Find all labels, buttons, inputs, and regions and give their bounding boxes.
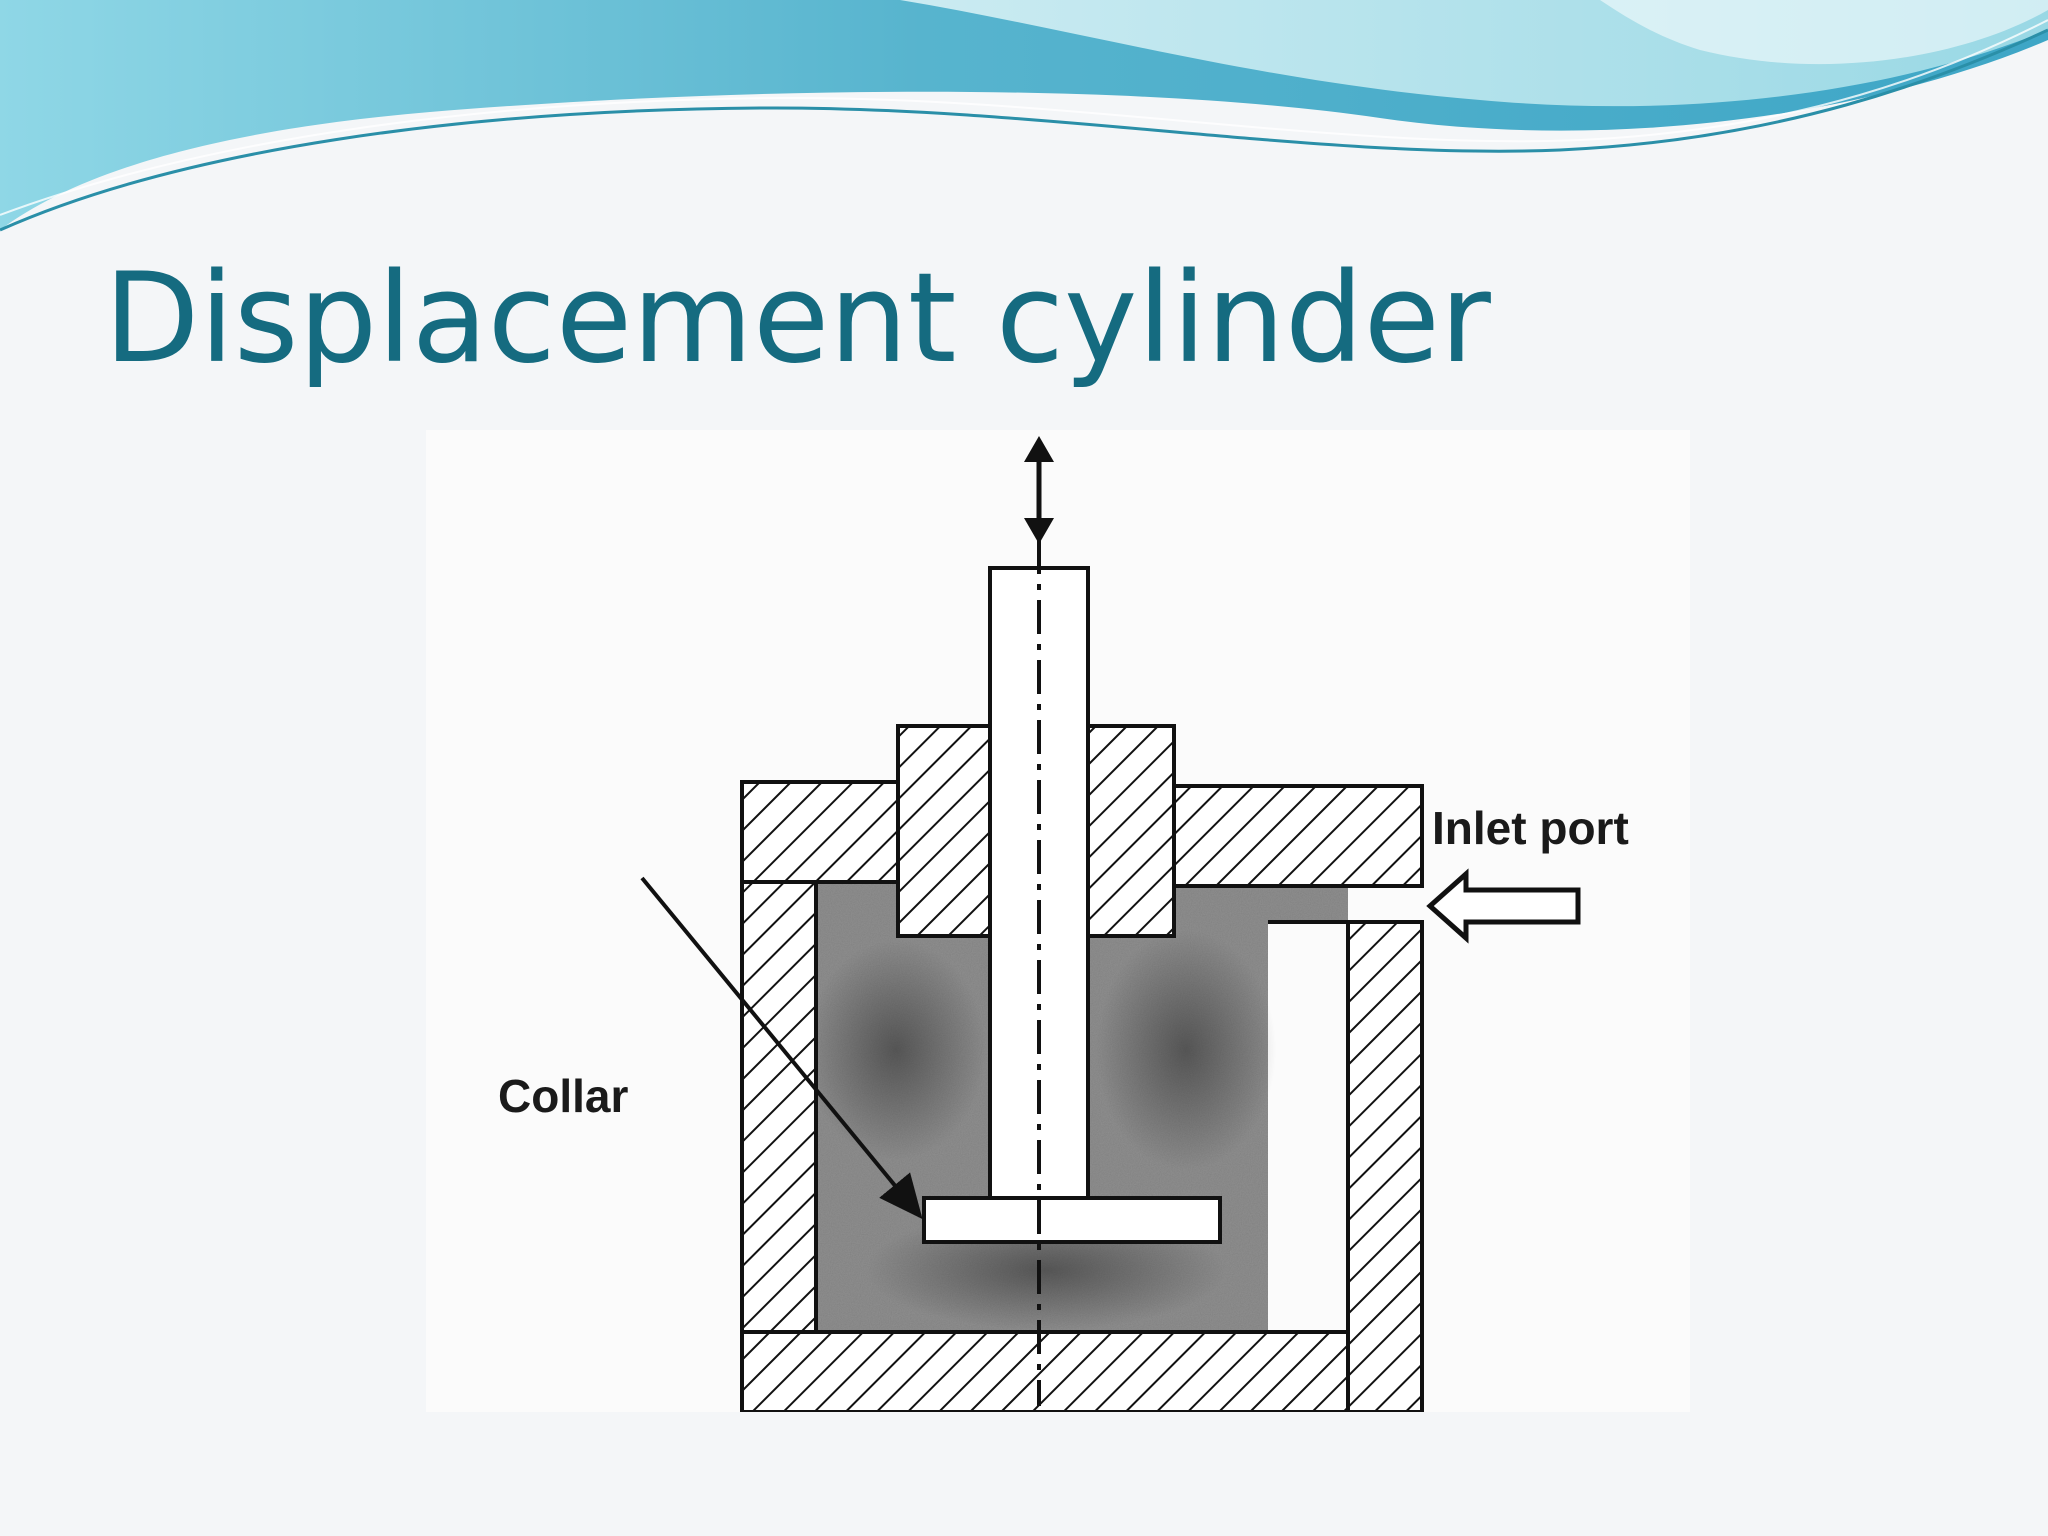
inlet-channel (1268, 884, 1422, 924)
inlet-port-label: Inlet port (1432, 802, 1629, 854)
collar (922, 1196, 1222, 1244)
collar-label: Collar (498, 1070, 628, 1122)
collar-leader-arrow (640, 876, 923, 1220)
slide-title: Displacement cylinder (104, 247, 1491, 391)
header-wave-decoration (0, 0, 2048, 232)
inlet-arrow-icon (1426, 868, 1581, 944)
piston-bushing (896, 724, 1176, 938)
cylinder-body (740, 780, 1424, 1412)
displacement-cylinder-diagram: Inlet port Collar (498, 436, 1629, 1412)
diagram-frame: Inlet port Collar (426, 430, 1690, 1412)
motion-arrow-icon (1024, 436, 1054, 544)
